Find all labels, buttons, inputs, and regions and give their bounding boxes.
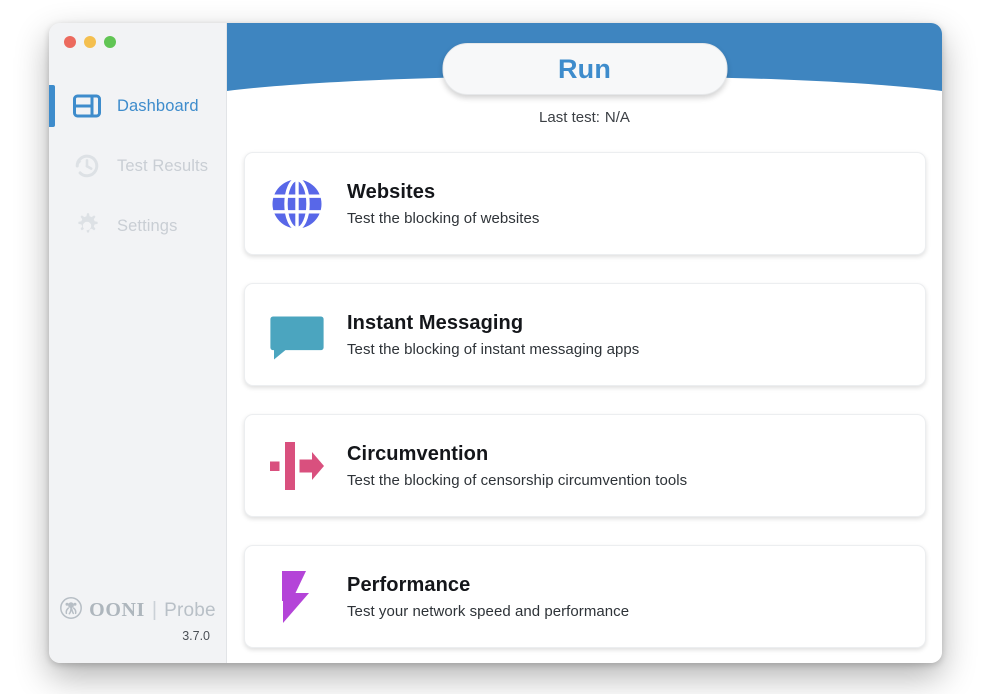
- last-test-label: Last test:: [539, 109, 600, 126]
- last-test-value: N/A: [604, 109, 630, 126]
- test-card-instant-messaging[interactable]: Instant Messaging Test the blocking of i…: [244, 283, 926, 386]
- sidebar-nav: Dashboard Test Results: [49, 76, 226, 256]
- test-card-websites[interactable]: Websites Test the blocking of websites: [244, 152, 926, 255]
- zoom-button[interactable]: [104, 36, 116, 48]
- test-card-circumvention[interactable]: Circumvention Test the blocking of censo…: [244, 414, 926, 517]
- sidebar-item-settings[interactable]: Settings: [49, 196, 226, 256]
- chat-bubble-icon: [261, 299, 333, 371]
- card-title: Circumvention: [347, 442, 489, 465]
- run-button-label: Run: [557, 53, 612, 84]
- sidebar-item-test-results[interactable]: Test Results: [49, 136, 226, 196]
- main-content: Run Last test:N/A: [227, 23, 942, 663]
- minimize-button[interactable]: [84, 36, 96, 48]
- test-cards-list: Websites Test the blocking of websites I…: [244, 152, 926, 648]
- window-traffic-lights: [64, 36, 116, 48]
- app-window: Dashboard Test Results: [49, 23, 942, 663]
- card-description: Test the blocking of websites: [347, 209, 540, 227]
- ooni-octopus-logo-icon: [59, 596, 83, 625]
- sidebar-item-label: Settings: [117, 216, 178, 235]
- sidebar: Dashboard Test Results: [49, 23, 227, 663]
- run-button[interactable]: Run: [442, 43, 727, 95]
- card-description: Test the blocking of instant messaging a…: [347, 340, 640, 358]
- card-title: Instant Messaging: [347, 311, 524, 334]
- last-test-status: Last test:N/A: [227, 109, 942, 126]
- sidebar-item-dashboard[interactable]: Dashboard: [49, 76, 226, 136]
- card-title: Performance: [347, 573, 471, 596]
- test-card-performance[interactable]: Performance Test your network speed and …: [244, 545, 926, 648]
- brand-name: OONI: [89, 599, 145, 621]
- active-indicator-bar: [49, 85, 55, 127]
- card-text-block: Performance Test your network speed and …: [347, 574, 629, 620]
- sidebar-footer: OONI | Probe 3.7.0: [49, 596, 226, 643]
- product-name: Probe: [164, 599, 216, 621]
- sidebar-item-label: Dashboard: [117, 96, 199, 115]
- sidebar-item-label: Test Results: [117, 156, 209, 175]
- card-description: Test the blocking of censorship circumve…: [347, 471, 688, 489]
- card-text-block: Instant Messaging Test the blocking of i…: [347, 312, 639, 358]
- card-description: Test your network speed and performance: [347, 602, 630, 620]
- gear-icon: [71, 210, 103, 242]
- lightning-bolt-icon: [261, 561, 333, 633]
- close-button[interactable]: [64, 36, 76, 48]
- card-text-block: Circumvention Test the blocking of censo…: [347, 443, 687, 489]
- globe-icon: [261, 168, 333, 240]
- ooni-probe-logo: OONI | Probe: [49, 596, 226, 625]
- dashboard-icon: [71, 90, 103, 122]
- card-title: Websites: [347, 180, 436, 203]
- circumvention-arrow-icon: [261, 430, 333, 502]
- logo-separator: |: [151, 599, 158, 621]
- app-version: 3.7.0: [182, 629, 210, 643]
- history-clock-icon: [71, 150, 103, 182]
- card-text-block: Websites Test the blocking of websites: [347, 181, 539, 227]
